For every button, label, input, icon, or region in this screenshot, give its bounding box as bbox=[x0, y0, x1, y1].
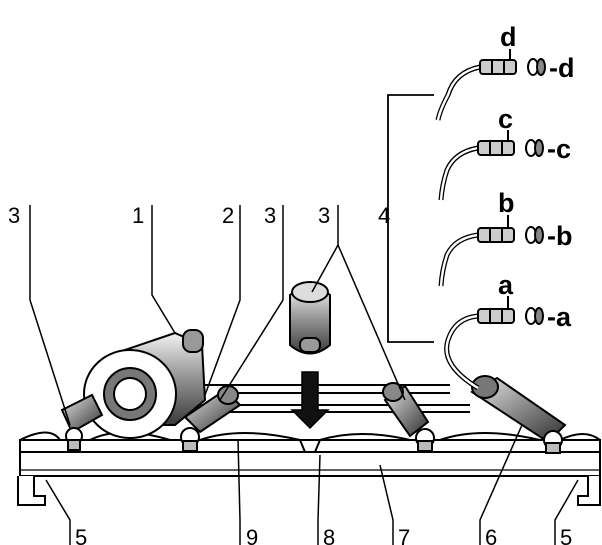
connector-d-side-label: -d bbox=[549, 53, 574, 83]
cable-c bbox=[438, 130, 544, 201]
connector-d-label: d bbox=[500, 22, 517, 52]
callout-7: 7 bbox=[398, 525, 410, 545]
roller-centre-right bbox=[382, 382, 435, 452]
callout-1: 1 bbox=[132, 203, 144, 228]
insert-arrow bbox=[290, 371, 330, 430]
drum-motor bbox=[83, 329, 207, 439]
cable-a bbox=[444, 296, 544, 391]
connector-c-side-label: -c bbox=[547, 134, 571, 164]
connector-a-label: a bbox=[498, 270, 514, 300]
cable-d bbox=[435, 49, 546, 121]
connector-b-side-label: -b bbox=[547, 221, 572, 251]
callout-5-right: 5 bbox=[560, 525, 572, 545]
frame-rails bbox=[200, 384, 470, 413]
callout-3-right: 3 bbox=[318, 203, 330, 228]
connector-b-label: b bbox=[498, 188, 515, 218]
callout-4: 4 bbox=[378, 203, 390, 228]
roller-being-inserted bbox=[289, 281, 331, 355]
roller-far-left bbox=[60, 393, 104, 451]
leader-lines bbox=[29, 205, 579, 545]
callout-5-left: 5 bbox=[75, 525, 87, 545]
base-rail bbox=[19, 431, 601, 477]
connector-c-label: c bbox=[498, 104, 513, 134]
callout-2: 2 bbox=[222, 203, 234, 228]
callout-3-middle: 3 bbox=[264, 203, 276, 228]
connector-a-side-label: -a bbox=[547, 302, 572, 332]
callout-6: 6 bbox=[485, 525, 497, 545]
callout-9: 9 bbox=[246, 525, 258, 545]
callout-8: 8 bbox=[323, 525, 335, 545]
end-bracket-right bbox=[577, 476, 601, 506]
group-bracket bbox=[387, 94, 434, 343]
end-bracket-left bbox=[17, 476, 46, 506]
cable-b bbox=[438, 215, 544, 287]
roller-left-drive bbox=[180, 385, 242, 452]
callout-3-left: 3 bbox=[8, 203, 20, 228]
